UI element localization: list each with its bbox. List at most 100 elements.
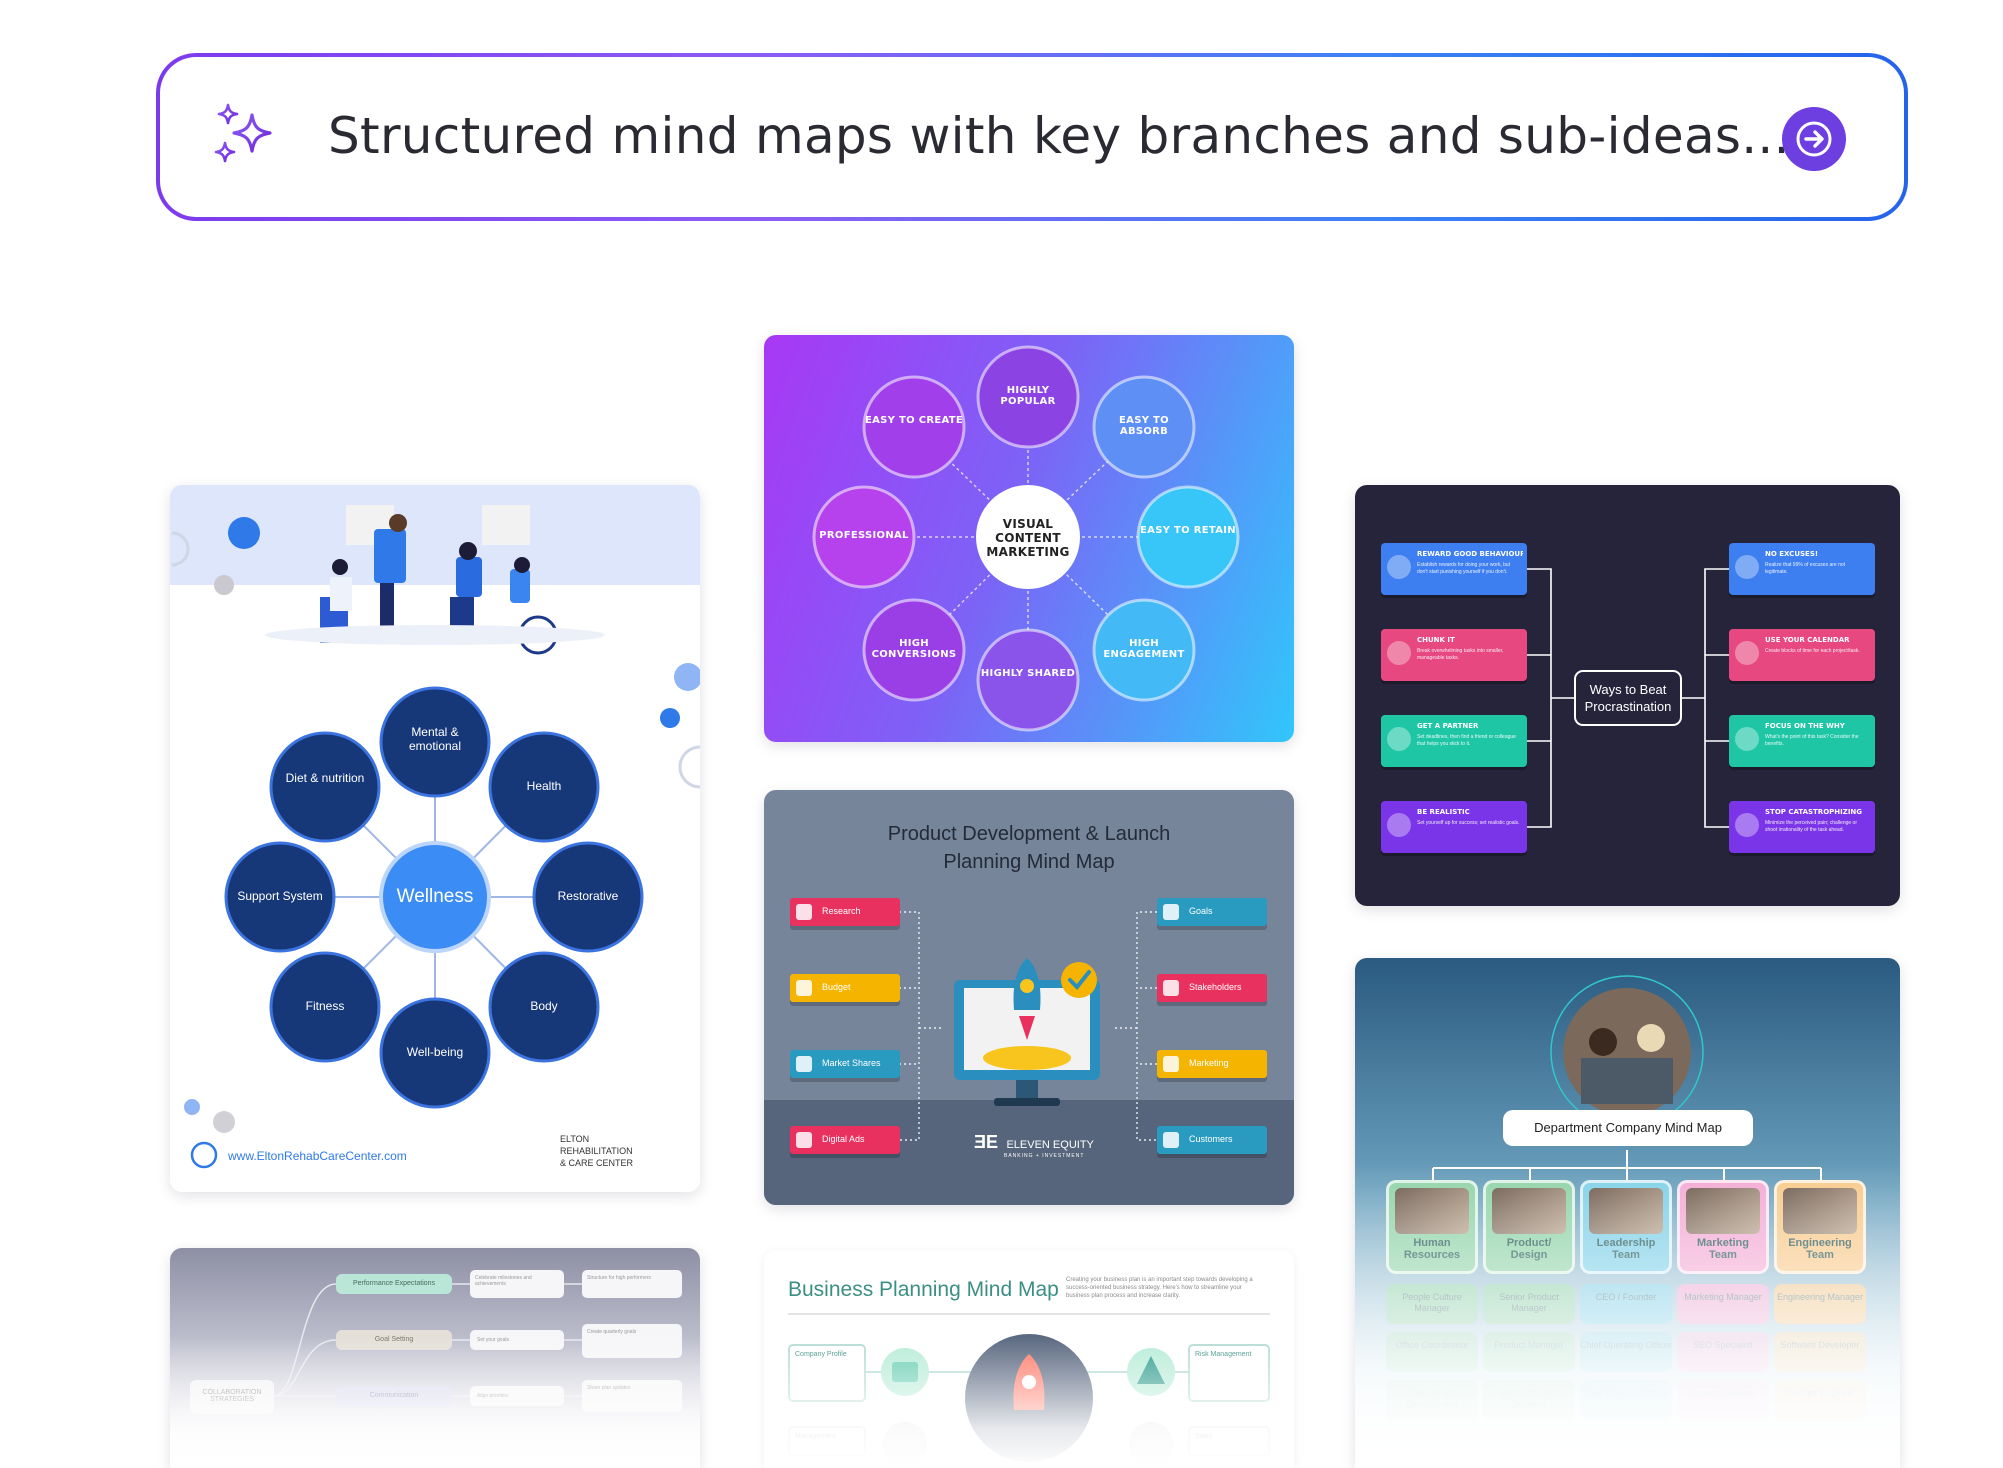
dept-role: Senior Product Manager [1483, 1284, 1575, 1324]
dept-role: Product Manager [1483, 1332, 1575, 1372]
prompt-input-box[interactable]: Structured mind maps with key branches a… [160, 57, 1904, 217]
node-label: Mental & emotional [408, 725, 462, 753]
dept-photo [1783, 1188, 1857, 1234]
branch-title: NO EXCUSES! [1765, 550, 1819, 558]
card-title: Product Development & Launch Planning Mi… [764, 820, 1294, 876]
dept-column-head: Marketing Team [1677, 1180, 1769, 1274]
dept-role: Software Developer [1774, 1332, 1866, 1372]
branch-title: CHUNK IT [1417, 636, 1455, 644]
card-description: Creating your business plan is an import… [1066, 1277, 1253, 1299]
business-box: Risk Management [1188, 1344, 1270, 1402]
center-label: VISUAL CONTENT MARKETING [986, 517, 1070, 559]
branch-icon [1163, 904, 1179, 920]
branch-title: REWARD GOOD BEHAVIOUR [1417, 550, 1523, 558]
brand-line: & CARE CENTER [560, 1158, 634, 1168]
procrastination-branch: STOP CATASTROPHIZING Minimize the perceiv… [1729, 801, 1875, 853]
branch-icon [796, 904, 812, 920]
dept-role: DevOps Engineer [1774, 1380, 1866, 1420]
collab-branch: Performance Expectations [336, 1274, 452, 1294]
node-label: PROFESSIONAL [819, 530, 909, 541]
template-card-wellness[interactable]: Mental & emotional Health Restorative Bo… [170, 485, 700, 1192]
prompt-bar[interactable]: Structured mind maps with key branches a… [156, 53, 1908, 221]
dept-role: Marketing Manager [1677, 1284, 1769, 1324]
branch-title: USE YOUR CALENDAR [1765, 636, 1850, 644]
product-dev-branch: Market Shares [790, 1050, 900, 1078]
branch-label: Customers [1189, 1134, 1233, 1144]
dept-column-head: Leadership Team [1580, 1180, 1672, 1274]
template-card-department[interactable]: Department Company Mind Map Human Resour… [1355, 958, 1900, 1468]
procrastination-branch: BE REALISTIC Set yourself up for success;… [1381, 801, 1527, 853]
product-dev-branch: Marketing [1157, 1050, 1267, 1078]
dept-photo [1395, 1188, 1469, 1234]
sparkle-icon [214, 103, 272, 163]
collab-note: Set your goals [470, 1330, 564, 1350]
collab-branch: Goal Setting [336, 1330, 452, 1350]
dept-role: Chief Financial Officer [1580, 1380, 1672, 1420]
procrastination-branch: USE YOUR CALENDAR Create blocks of time f… [1729, 629, 1875, 681]
template-card-product-dev[interactable]: Product Development & Launch Planning Mi… [764, 790, 1294, 1205]
branch-body: Set deadlines, then find a friend or col… [1417, 734, 1516, 747]
branch-body: Minimize the perceived pain; challenge o… [1765, 820, 1857, 833]
product-dev-branch: Budget [790, 974, 900, 1002]
collaboration-connectors [273, 1283, 582, 1397]
branch-icon [1163, 1056, 1179, 1072]
branch-body: Break overwhelming tasks into smaller, m… [1417, 648, 1504, 661]
branch-body: Set yourself up for success; set realist… [1417, 820, 1520, 826]
business-box: Company Profile [788, 1344, 866, 1402]
branch-badge-icon [1735, 555, 1759, 579]
branch-badge-icon [1387, 727, 1411, 751]
center-label: Ways to Beat Procrastination [1584, 682, 1672, 714]
branch-label: Budget [822, 982, 851, 992]
branch-label: Marketing [1189, 1058, 1229, 1068]
business-diagram [788, 1313, 1270, 1466]
branch-title: BE REALISTIC [1417, 808, 1470, 816]
business-box: Sales [1188, 1426, 1270, 1456]
template-card-business-planning[interactable]: Business Planning Mind Map Creating your… [764, 1250, 1294, 1468]
node-label: EASY TO CREATE [865, 415, 963, 426]
website-link: www.EltonRehabCareCenter.com [228, 1149, 407, 1163]
brand-block: ƎE ELEVEN EQUITY BANKING + INVESTMENT [974, 1132, 1094, 1159]
collab-note: Share plan updates [582, 1380, 682, 1412]
dept-column-label: Leadership Team [1596, 1237, 1656, 1261]
card-title: Business Planning Mind Map [788, 1278, 1059, 1301]
product-dev-branch: Customers [1157, 1126, 1267, 1154]
submit-button[interactable] [1782, 107, 1846, 171]
branch-title: STOP CATASTROPHIZING [1765, 808, 1863, 816]
brand-sub: BANKING + INVESTMENT [1004, 1153, 1085, 1159]
node-label: Diet & nutrition [285, 771, 365, 785]
node-label: Health [526, 779, 562, 793]
branch-icon [1163, 980, 1179, 996]
content-marketing-diagram [812, 345, 1240, 732]
branch-label: Market Shares [822, 1058, 881, 1068]
procrastination-branch: NO EXCUSES!Realize that 99% of excuses a… [1729, 543, 1875, 595]
dept-role: Senior Product Designer [1483, 1380, 1575, 1420]
node-label: Well-being [406, 1045, 464, 1059]
node-label: EASY TO ABSORB [1119, 415, 1169, 437]
dept-column-head: Engineering Team [1774, 1180, 1866, 1274]
title-line: Product Development & Launch [887, 823, 1171, 845]
dept-role: Office Coordinator [1386, 1332, 1478, 1372]
branch-badge-icon [1387, 813, 1411, 837]
dept-role: Content Marketer [1677, 1380, 1769, 1420]
template-card-procrastination[interactable]: Ways to Beat Procrastination REWARD GOOD… [1355, 485, 1900, 906]
dept-photo [1589, 1188, 1663, 1234]
dept-column-label: Marketing Team [1697, 1237, 1749, 1261]
template-card-content-marketing[interactable]: HIGHLY POPULAR EASY TO ABSORB EASY TO RE… [764, 335, 1294, 742]
dept-column-label: Human Resources [1403, 1237, 1461, 1261]
branch-body: Create blocks of time for each project/t… [1765, 648, 1860, 654]
branch-badge-icon [1735, 813, 1759, 837]
procrastination-branch: CHUNK IT Break overwhelming tasks into sm… [1381, 629, 1527, 681]
template-card-collaboration[interactable]: COLLABORATION STRATEGIES Performance Exp… [170, 1248, 700, 1468]
product-dev-branch: Research [790, 898, 900, 926]
node-label: EASY TO RETAIN [1140, 525, 1236, 536]
branch-icon [796, 980, 812, 996]
product-dev-branch: Digital Ads [790, 1126, 900, 1154]
branch-title: FOCUS ON THE WHY [1765, 722, 1845, 730]
prompt-text[interactable]: Structured mind maps with key branches a… [328, 107, 1790, 165]
dept-column-head: Product/ Design [1483, 1180, 1575, 1274]
dept-role: Training and Development [1386, 1380, 1478, 1420]
dept-column-label: Product/ Design [1506, 1237, 1552, 1261]
